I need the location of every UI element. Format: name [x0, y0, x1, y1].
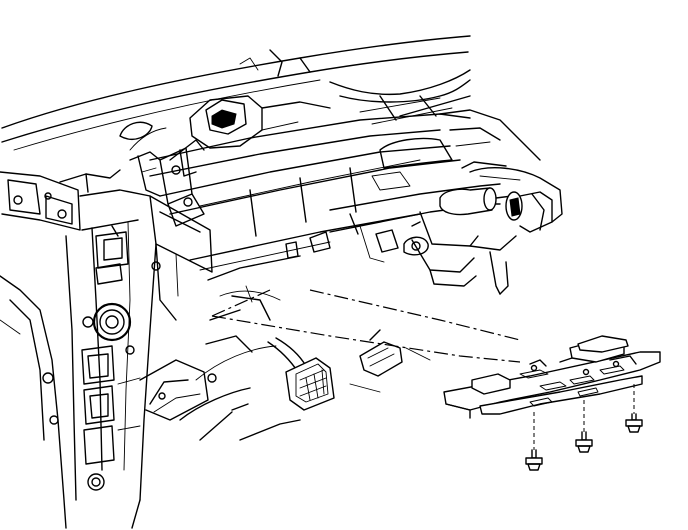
- pillar-brace: [139, 195, 217, 421]
- assembly-centerline: [211, 289, 521, 363]
- right-dash: [399, 95, 541, 161]
- upper-duct: [169, 95, 331, 161]
- left-bracket: [129, 147, 205, 227]
- fastener-left: [525, 412, 543, 471]
- floor-and-pedals: [179, 255, 431, 441]
- left-side-panel: [0, 169, 157, 529]
- fastener-right: [625, 384, 643, 433]
- steering-column: [285, 161, 563, 295]
- knee-bolster-bracket: [443, 335, 661, 419]
- cross-car-beam: [149, 113, 471, 271]
- cowl-top: [1, 35, 471, 151]
- fastener-center: [575, 400, 593, 453]
